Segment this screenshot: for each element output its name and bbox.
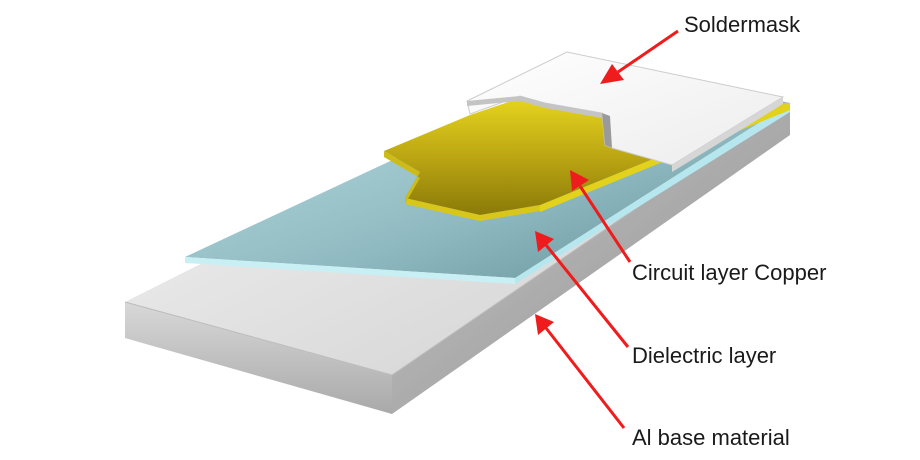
label-soldermask: Soldermask: [684, 12, 801, 37]
al-base-side: [392, 103, 790, 414]
soldermask-inner-edge: [467, 96, 602, 118]
soldermask-notch-shadow: [602, 113, 612, 148]
dielectric-front-edge: [185, 257, 515, 284]
copper-left-edge: [384, 151, 420, 204]
al-base-front: [125, 302, 392, 414]
arrow-copper: [570, 170, 632, 263]
dielectric-side-edge: [515, 103, 790, 284]
copper-front-edge: [405, 198, 540, 221]
soldermask-side: [672, 97, 783, 172]
arrow-soldermask: [600, 29, 679, 84]
soldermask-block: [466, 51, 785, 172]
label-dielectric: Dielectric layer: [632, 343, 776, 368]
label-copper: Circuit layer Copper: [632, 260, 826, 285]
arrow-base: [535, 314, 626, 429]
label-base: Al base material: [632, 425, 790, 450]
arrow-dielectric: [535, 231, 630, 348]
